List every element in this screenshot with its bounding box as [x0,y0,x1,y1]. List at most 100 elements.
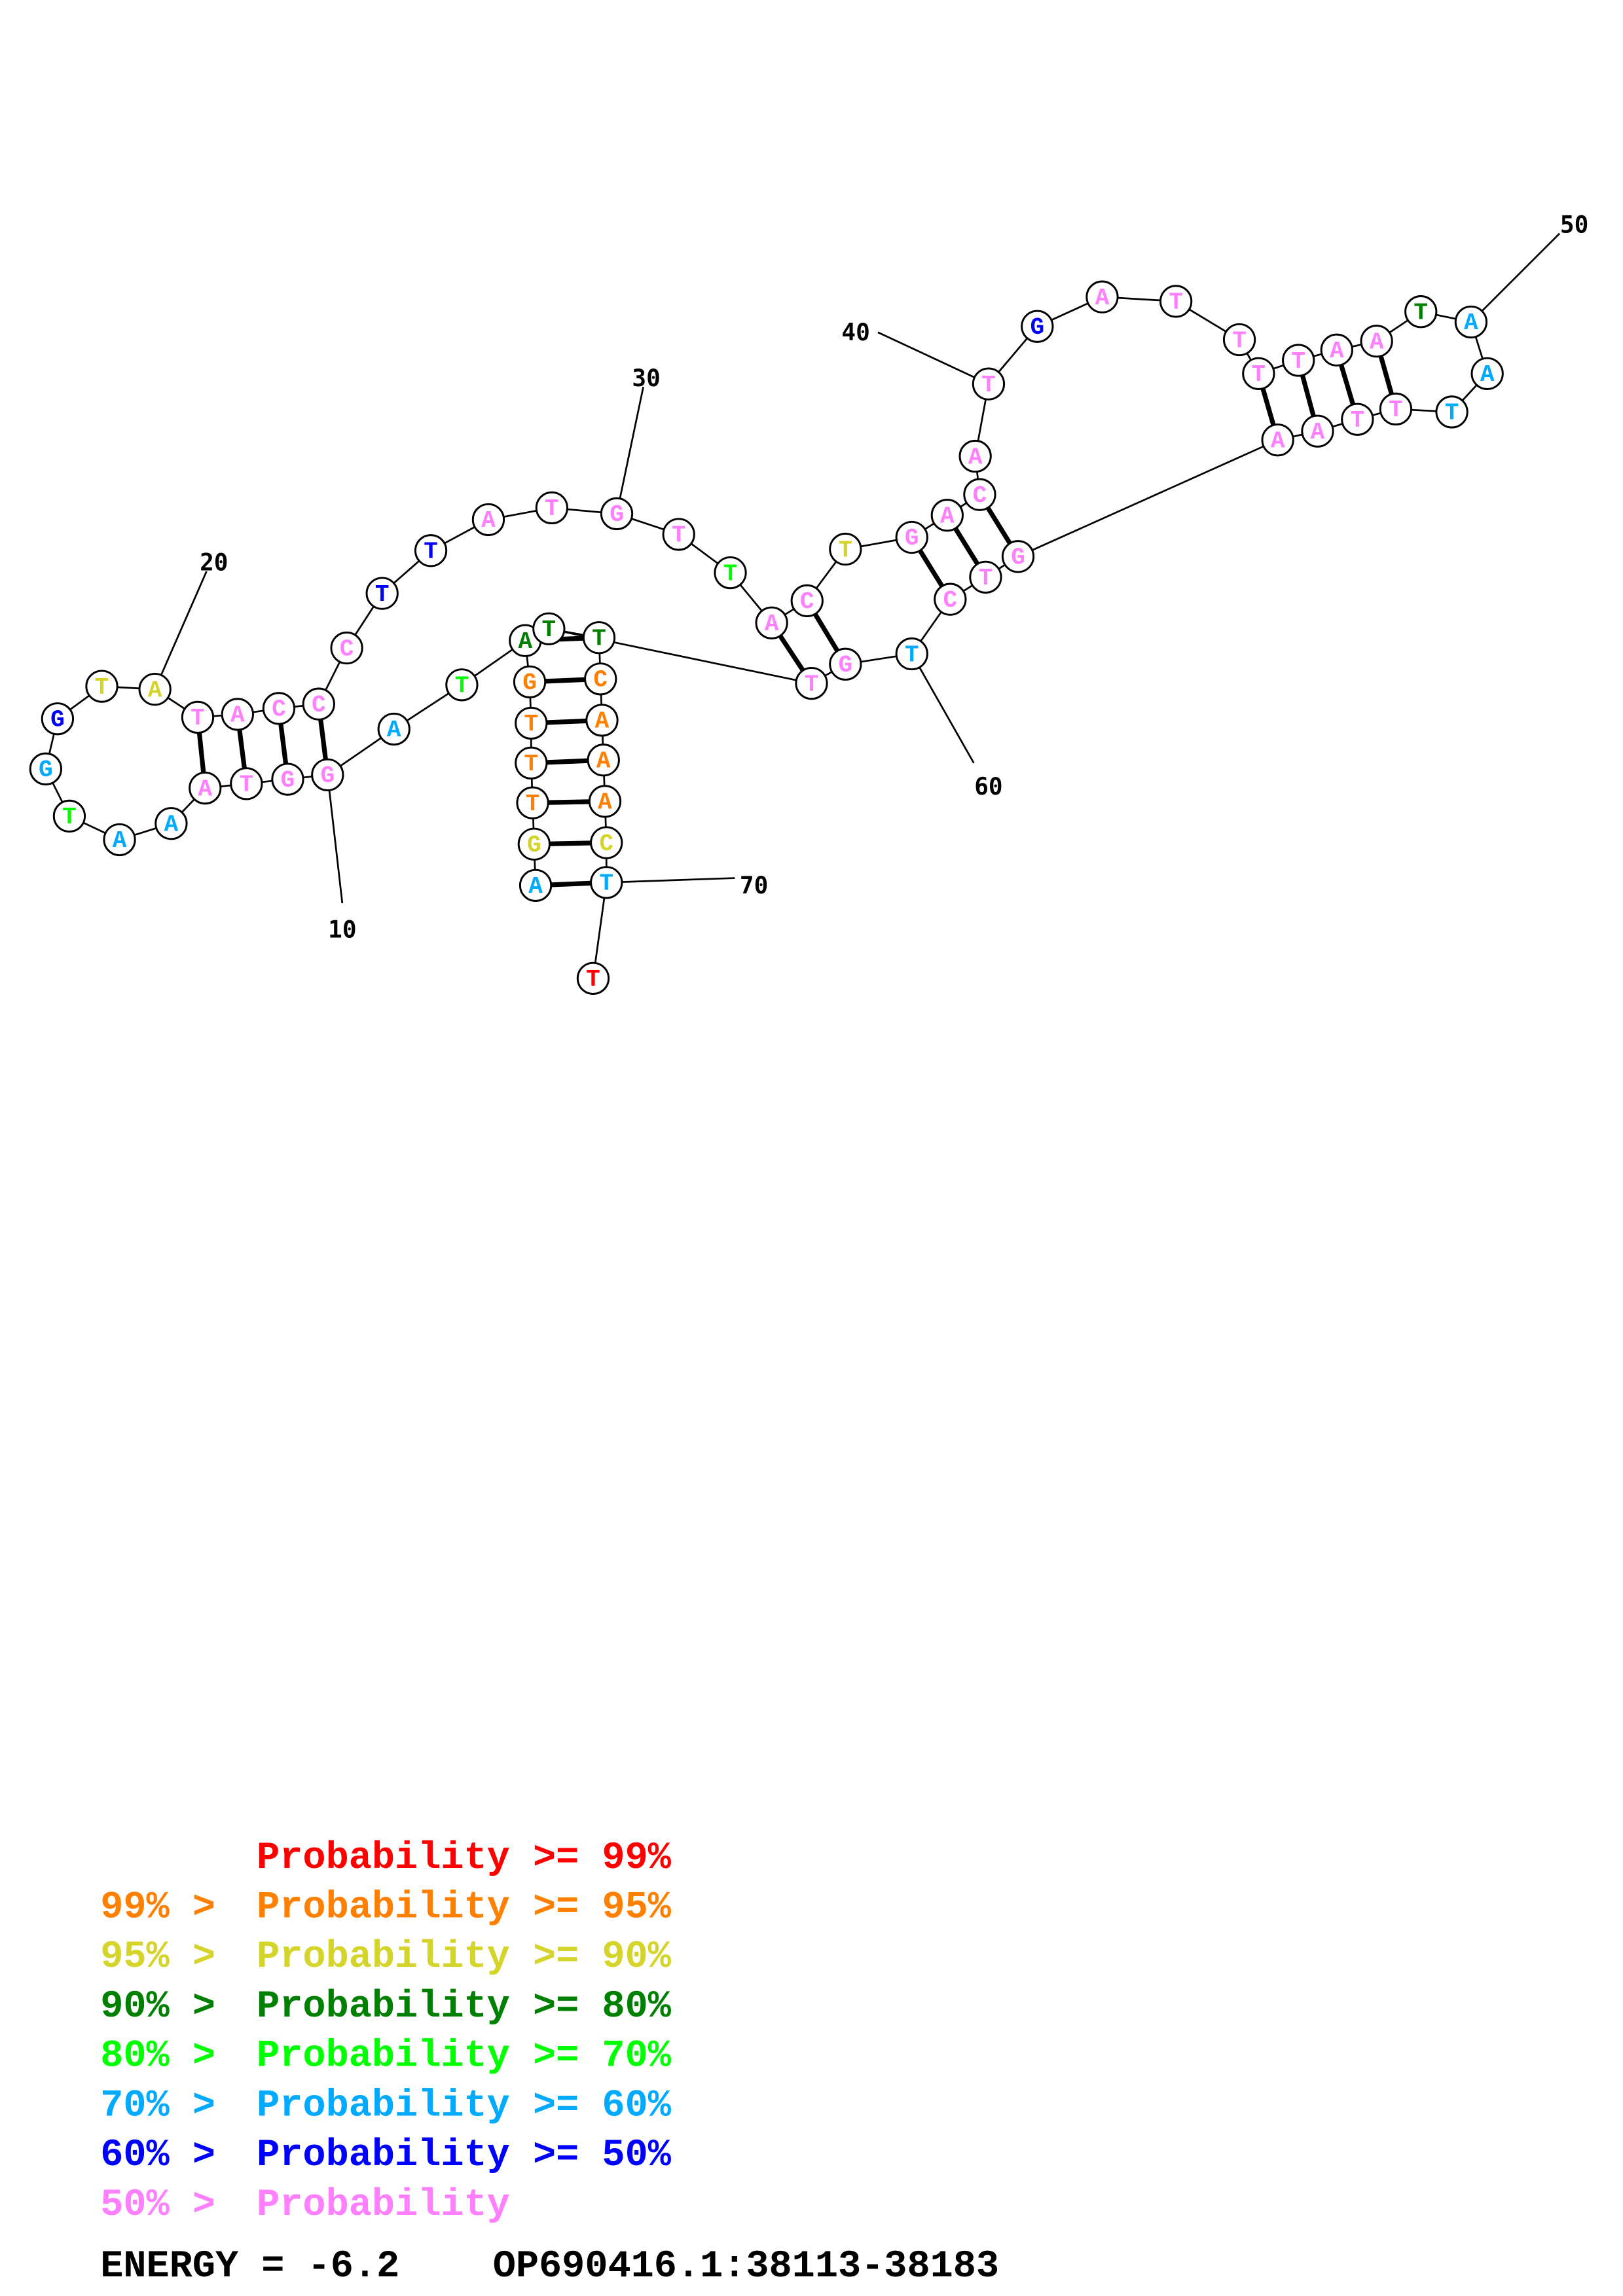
nucleotide: T [230,767,263,800]
nucleotide-letter: A [968,444,983,471]
nucleotide-circle [103,823,136,857]
legend-prefix: 60% > [100,2133,238,2177]
nucleotide-circle [471,503,505,537]
position-tick [911,653,975,764]
nucleotide-circle [181,700,215,734]
nucleotide-circle [262,692,296,725]
nucleotide: T [1404,295,1438,329]
nucleotide: T [414,534,448,567]
nucleotide-circle [790,584,824,618]
nucleotide-letter: G [39,757,53,783]
nucleotide-letter: T [526,791,540,817]
nucleotide-letter: A [1271,428,1285,455]
nucleotide-letter: G [610,501,624,528]
nucleotide-circle [1001,540,1035,573]
nucleotide-letter: A [198,776,212,802]
nucleotide: A [1470,357,1504,390]
nucleotide-circle [934,583,967,616]
nucleotide-circle [365,577,399,610]
nucleotide-circle [271,762,304,796]
nucleotide-circle [1454,305,1488,339]
legend-entry: 50% > Probability [100,2183,510,2227]
nucleotide: C [302,687,335,721]
position-label: 20 [200,549,228,577]
nucleotide-letter: A [1464,310,1478,336]
nucleotide: G [517,827,551,861]
nucleotide: G [600,497,634,531]
nucleotide-letter: A [1095,285,1110,312]
nucleotide: A [1301,414,1334,448]
legend-text: Probability >= 95% [257,1885,672,1929]
nucleotide-letter: A [528,873,543,900]
nucleotide: C [584,662,617,696]
legend-prefix: 90% > [100,1984,238,2028]
nucleotide: A [1360,325,1393,358]
nucleotide-circle [895,520,928,554]
legend-prefix: 99% > [100,1885,238,1929]
nucleotide-letter: T [542,617,556,643]
position-tick [877,331,989,385]
nucleotide-letter: A [518,628,532,655]
nucleotide-circle [585,704,619,737]
nucleotide: C [590,826,623,859]
nucleotide-circle [1360,325,1393,358]
backbone-segment [1017,439,1279,558]
nucleotide-letter: T [1169,289,1183,316]
nucleotide-letter: T [592,626,606,653]
nucleotide-circle [519,869,553,902]
nucleotide-circle [1021,310,1054,343]
nucleotide-circle [1301,414,1334,448]
nucleotide: G [513,665,547,698]
nucleotide: T [85,670,119,703]
nucleotide: A [471,503,505,537]
nucleotide-circle [969,560,1002,594]
nucleotide: G [41,702,75,736]
nucleotide-letter: G [527,832,541,859]
nucleotide-circle [1470,357,1504,390]
nucleotide: T [662,518,695,551]
nucleotide-letter: C [272,696,286,723]
nucleotide-circle [576,961,610,995]
nucleotide: T [1435,395,1468,429]
nucleotide-circle [714,556,747,590]
nucleotide-circle [1222,323,1256,357]
probability-legend: Probability >= 99%99% > Probability >= 9… [100,1836,671,2227]
nucleotide-letter: T [1445,400,1459,427]
nucleotide: A [1320,333,1353,367]
legend-text: Probability >= 90% [257,1935,672,1979]
nucleotide: T [516,786,549,819]
nucleotide-circle [29,752,62,785]
nucleotide: A [1454,305,1488,339]
nucleotide: T [714,556,747,590]
nucleotide-circle [795,666,828,700]
nucleotide-circle [590,866,623,899]
nucleotide-letter: A [1330,338,1344,365]
nucleotide-circle [1435,395,1468,429]
nucleotide-circle [330,631,363,665]
nucleotide-circle [1159,285,1193,318]
nucleotide: C [790,584,824,618]
position-tick [154,571,208,690]
nucleotide-letter: T [1232,327,1247,354]
nucleotide-letter: A [387,717,401,744]
nucleotide-circle [587,744,620,777]
nucleotide-circle [1379,392,1413,426]
nucleotide: T [1222,323,1256,357]
nucleotide-circle [963,478,996,511]
nucleotide-letter: A [230,702,245,729]
legend-text: Probability [257,2183,510,2227]
nucleotide-letter: A [598,789,612,816]
nucleotide-circle [1085,280,1119,314]
nucleotide: G [271,762,304,796]
nucleotide-letter: T [524,711,538,738]
nucleotide-circle [41,702,75,736]
nucleotide: T [1159,285,1193,318]
legend-entry: 60% > Probability >= 50% [100,2133,671,2177]
nucleotide-letter: T [1413,299,1428,326]
nucleotide-letter: C [800,588,814,615]
nucleotide-circle [958,439,992,473]
nucleotide-letter: T [599,870,613,897]
nucleotide: T [582,621,616,655]
